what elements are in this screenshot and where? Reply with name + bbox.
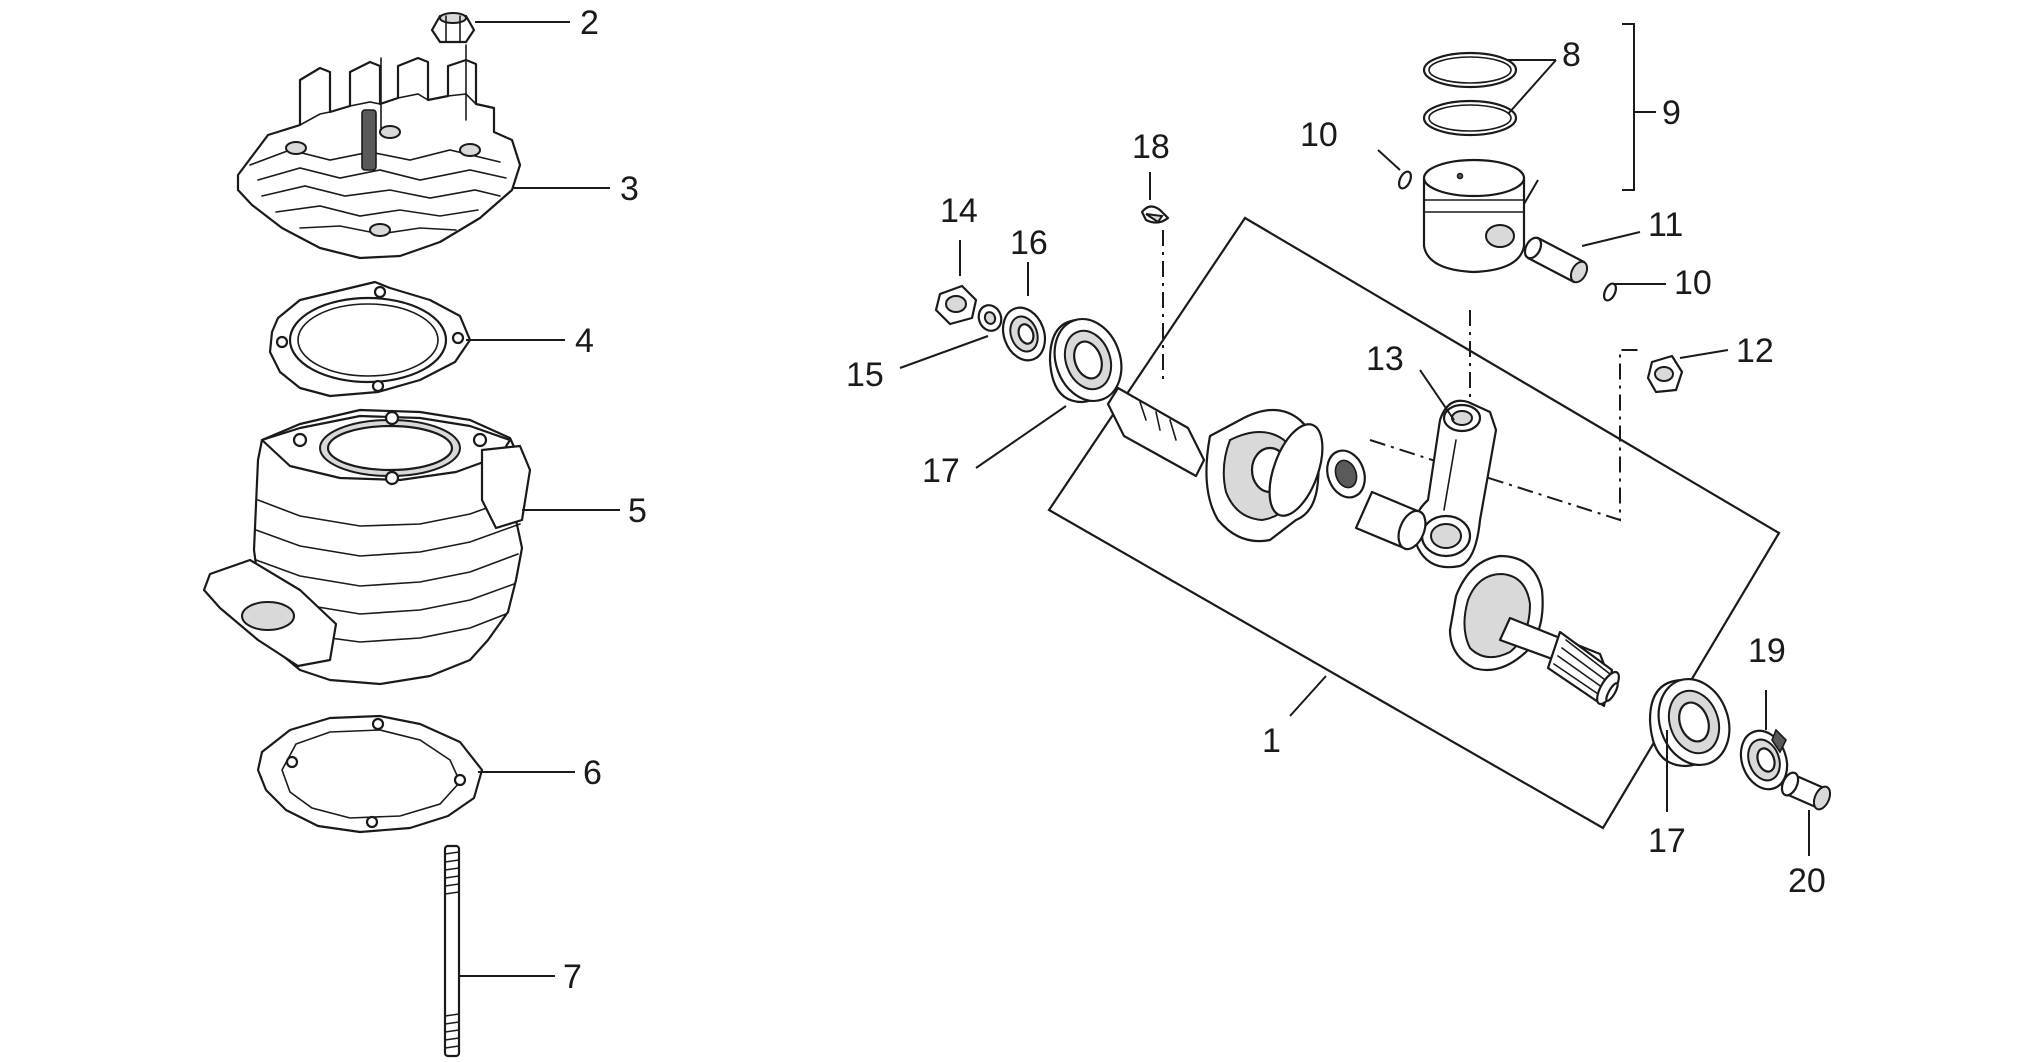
axis-lines: [1162, 230, 1640, 522]
callout-10b: 10: [1674, 264, 1712, 302]
part-6-base-gasket: [256, 714, 484, 834]
part-9-bracket: [1622, 23, 1635, 191]
leaders-left: [459, 21, 620, 977]
crankshaft-left-half: [1106, 386, 1324, 543]
part-14-nut: [934, 284, 978, 326]
callout-14: 14: [940, 192, 978, 230]
part-10-circlips: [1397, 170, 1618, 302]
callout-16: 16: [1010, 224, 1048, 262]
part-4-head-gasket: [268, 280, 472, 398]
part-3-cylinder-head: [236, 44, 522, 260]
callout-20: 20: [1788, 862, 1826, 900]
callout-6: 6: [583, 754, 602, 792]
part-12-plug: [1646, 354, 1684, 394]
callout-19: 19: [1748, 632, 1786, 670]
callout-1: 1: [1262, 722, 1281, 760]
callout-labels: 1 2 3 4 5 6 7 8 9 10 10 11 12 13 14 15 1…: [563, 4, 1826, 996]
part-7-stud-bolt: [443, 844, 461, 1058]
callout-3: 3: [620, 170, 639, 208]
callout-8: 8: [1562, 36, 1581, 74]
callout-18: 18: [1132, 128, 1170, 166]
part-8-piston-rings: [1422, 51, 1518, 137]
part-20-bush: [1780, 771, 1832, 811]
leaders-right: [899, 59, 1810, 856]
callout-4: 4: [575, 322, 594, 360]
callout-7: 7: [563, 958, 582, 996]
part-11-piston-pin: [1523, 236, 1589, 284]
crank-pin: [1354, 490, 1427, 551]
part-17-bearing-right: [1648, 677, 1731, 768]
callout-2: 2: [580, 4, 599, 42]
part-15-washer: [977, 304, 1003, 332]
callout-11: 11: [1648, 206, 1683, 244]
callout-13: 13: [1366, 340, 1404, 378]
part-17-bearing-left: [1048, 317, 1123, 404]
part-19-oil-seal: [1739, 728, 1789, 791]
crankshaft-right-half: [1448, 554, 1620, 708]
callout-5: 5: [628, 492, 647, 530]
needle-bearing: [1326, 449, 1366, 499]
part-16-oil-seal: [1001, 306, 1047, 362]
callout-17b: 17: [1648, 822, 1686, 860]
part-13-connecting-rod: [1412, 399, 1498, 569]
piston: [1422, 158, 1526, 274]
part-2-cap-nut: [430, 12, 476, 44]
callout-10a: 10: [1300, 116, 1338, 154]
callout-15: 15: [846, 356, 884, 394]
part-5-cylinder: [202, 408, 532, 686]
callout-17a: 17: [922, 452, 960, 490]
part-18-key: [1140, 205, 1170, 224]
callout-12: 12: [1736, 332, 1774, 370]
callout-9: 9: [1662, 94, 1681, 132]
